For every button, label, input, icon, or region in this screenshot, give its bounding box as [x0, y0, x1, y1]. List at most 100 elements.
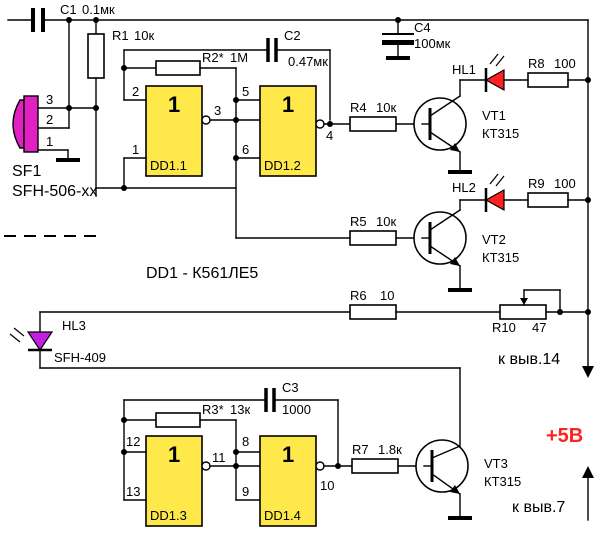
transistor-vt3	[415, 439, 469, 495]
pin-8: 8	[242, 434, 249, 449]
sf1-label: SF1	[12, 163, 41, 180]
r10-label: R10	[492, 320, 516, 335]
r9-label: R9	[528, 176, 545, 191]
r8-label: R8	[528, 56, 545, 71]
pin-13: 13	[126, 484, 140, 499]
capacitor-c1	[31, 8, 45, 32]
vt2-type: КТ315	[482, 250, 519, 265]
pin-10: 10	[320, 478, 334, 493]
r4-label: R4	[350, 100, 367, 115]
arrow-to-pin7	[582, 466, 594, 478]
c4-label: C4	[414, 20, 431, 35]
dd1-title: DD1 - К561ЛЕ5	[146, 265, 258, 282]
c3-value: 1000	[282, 402, 311, 417]
c1-label: C1	[60, 2, 77, 17]
dd1-1-inverter-bubble	[201, 115, 211, 125]
r5-value: 10к	[376, 214, 396, 229]
sf1-pin2: 2	[46, 112, 53, 127]
resistor-r9	[527, 192, 569, 208]
pin-4: 4	[326, 128, 333, 143]
sf1-pin1: 1	[46, 134, 53, 149]
pin-11: 11	[212, 450, 226, 465]
r7-value: 1.8к	[378, 442, 402, 457]
resistor-r8	[527, 72, 569, 88]
dd1-2-inverter-bubble	[315, 119, 325, 129]
hl2-light-arrows	[489, 173, 505, 187]
hl3-type: SFH-409	[54, 350, 106, 365]
r8-value: 100	[554, 56, 576, 71]
pin-2: 2	[132, 84, 139, 99]
r9-value: 100	[554, 176, 576, 191]
gate-dd1-1-name: DD1.1	[150, 158, 187, 173]
resistor-r10	[499, 304, 547, 320]
pin-1: 1	[132, 142, 139, 157]
ir-receiver-sf1	[12, 95, 39, 153]
led-hl1	[484, 68, 505, 92]
r7-label: R7	[352, 442, 369, 457]
r3-label: R3*	[202, 402, 224, 417]
dd1-3-inverter-bubble	[201, 461, 211, 471]
c3-label: C3	[282, 380, 299, 395]
resistor-r2	[155, 60, 201, 76]
resistor-r3	[155, 412, 201, 428]
pin-12: 12	[126, 434, 140, 449]
r1-label: R1	[112, 28, 129, 43]
gate-dd1-3-symbol: 1	[168, 442, 180, 467]
hl1-label: HL1	[452, 62, 476, 77]
hl2-label: HL2	[452, 180, 476, 195]
gate-dd1-4-name: DD1.4	[264, 508, 301, 523]
gate-dd1-1-symbol: 1	[168, 92, 180, 117]
r5-label: R5	[350, 214, 367, 229]
vt3-label: VT3	[484, 456, 508, 471]
pin-9: 9	[242, 484, 249, 499]
vt1-type: КТ315	[482, 126, 519, 141]
pin-6: 6	[242, 142, 249, 157]
gate-dd1-2-name: DD1.2	[264, 158, 301, 173]
c2-value: 0.47мк	[288, 54, 328, 69]
c2-label: C2	[284, 28, 301, 43]
transistor-vt2	[413, 209, 467, 267]
sf1-type: SFH-506-xx	[12, 183, 97, 200]
c4-value: 100мк	[414, 36, 451, 51]
capacitor-c4-plate	[382, 40, 414, 45]
vt2-label: VT2	[482, 232, 506, 247]
hl3-label: HL3	[62, 318, 86, 333]
hl3-light-arrows	[9, 327, 25, 343]
resistor-r5	[349, 230, 397, 246]
r2-value: 1М	[230, 50, 248, 65]
r3-value: 13к	[230, 402, 250, 417]
gate-dd1-3-name: DD1.3	[150, 508, 187, 523]
resistor-r6	[349, 304, 397, 320]
gate-dd1-2-symbol: 1	[282, 92, 294, 117]
r4-value: 10к	[376, 100, 396, 115]
arrow-to-pin14	[582, 366, 594, 378]
pin-5: 5	[242, 84, 249, 99]
to-pin14-label: к выв.14	[498, 351, 560, 368]
gate-dd1-1	[145, 85, 203, 177]
resistor-r7	[351, 458, 399, 474]
r10-value: 47	[532, 320, 546, 335]
c1-value: 0.1мк	[82, 2, 115, 17]
transistor-vt1	[413, 95, 467, 153]
r6-label: R6	[350, 288, 367, 303]
resistor-r4	[349, 116, 397, 132]
gate-dd1-3	[145, 435, 203, 527]
led-hl2	[484, 188, 505, 212]
resistor-r1	[87, 33, 105, 79]
r6-value: 10	[380, 288, 394, 303]
hl1-light-arrows	[489, 53, 505, 67]
pin-3: 3	[214, 103, 221, 118]
dd1-4-inverter-bubble	[315, 461, 325, 471]
power-label: +5В	[546, 425, 583, 447]
gate-dd1-2	[259, 85, 317, 177]
r1-value: 10к	[134, 28, 154, 43]
gate-dd1-4-symbol: 1	[282, 442, 294, 467]
r2-label: R2*	[202, 50, 224, 65]
to-pin7-label: к выв.7	[512, 499, 565, 516]
sf1-pin3: 3	[46, 92, 53, 107]
gate-dd1-4	[259, 435, 317, 527]
vt1-label: VT1	[482, 108, 506, 123]
vt3-type: КТ315	[484, 474, 521, 489]
